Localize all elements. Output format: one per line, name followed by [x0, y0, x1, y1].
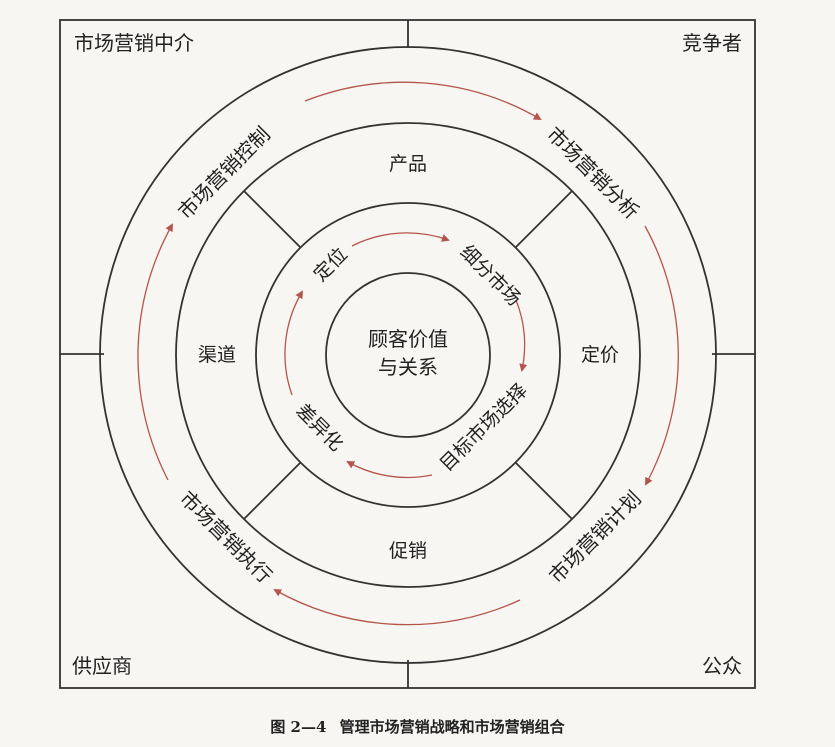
outer-arrow-right	[644, 225, 679, 486]
label-differentiation: 差异化	[291, 400, 347, 456]
mix-divider-nw	[243, 190, 301, 248]
figure-title: 管理市场营销战略和市场营销组合	[339, 718, 565, 736]
outer-arrow-top	[304, 81, 542, 121]
label-marketing-analysis: 市场营销分析	[542, 122, 644, 224]
center-circle	[325, 272, 491, 438]
label-marketing-planning: 市场营销计划	[544, 486, 646, 588]
inner-arrow-right	[515, 299, 528, 372]
corner-label-publics: 公众	[702, 654, 742, 678]
center-label-line2: 与关系	[378, 355, 438, 379]
corner-label-intermediaries: 市场营销中介	[74, 31, 194, 55]
strategy-circle	[255, 202, 561, 508]
corner-label-competitors: 竞争者	[682, 31, 742, 55]
label-product: 产品	[389, 153, 427, 175]
mix-divider-se	[515, 462, 573, 520]
label-channel: 渠道	[198, 344, 236, 366]
outer-arrow-bottom	[273, 589, 521, 626]
outer-circle	[99, 46, 717, 664]
figure-caption: 图 2—4 管理市场营销战略和市场营销组合	[0, 716, 835, 737]
inner-arrow-bottom	[346, 461, 433, 479]
inner-arrow-left	[284, 290, 304, 396]
center-label-line1: 顾客价值	[368, 327, 448, 351]
mix-divider-ne	[515, 190, 573, 248]
outer-arrow-left	[137, 223, 173, 481]
label-marketing-control: 市场营销控制	[173, 122, 275, 224]
inner-arrow-top	[351, 232, 450, 247]
label-price: 定价	[581, 344, 619, 366]
label-positioning: 定位	[309, 243, 351, 285]
label-segmentation: 细分市场	[456, 241, 525, 310]
label-promotion: 促销	[389, 540, 427, 562]
mix-divider-sw	[243, 462, 301, 520]
corner-label-suppliers: 供应商	[72, 654, 132, 678]
figure-number: 图 2—4	[270, 718, 327, 736]
marketing-mix-circle	[175, 122, 641, 588]
